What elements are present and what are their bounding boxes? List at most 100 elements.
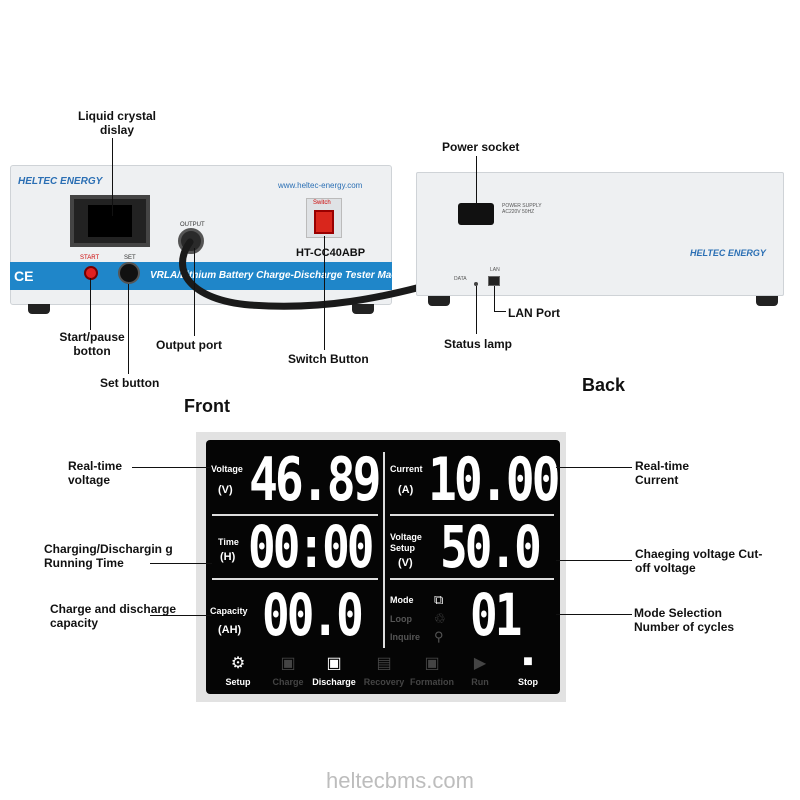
voltage-label: Voltage: [211, 464, 243, 474]
callout-mode: Mode Selection Number of cycles: [634, 606, 735, 634]
setup-label: Setup: [225, 677, 251, 687]
formation-label: Formation: [410, 677, 454, 687]
socket-text: POWER SUPPLY AC220V 50HZ: [502, 203, 542, 215]
set-knob: [118, 262, 140, 284]
lan-label: LAN: [490, 267, 500, 273]
recovery-label: Recovery: [363, 677, 405, 687]
power-socket: [458, 203, 494, 225]
callout-lcd-line: [112, 138, 113, 216]
footer-watermark: heltecbms.com: [326, 768, 474, 793]
front-blue-band: [10, 262, 392, 290]
front-logo: HELTEC ENERGY: [18, 176, 103, 187]
set-label: SET: [124, 255, 136, 261]
callout-output-port: Output port: [156, 338, 222, 352]
voltage-value: 46.89: [249, 445, 381, 515]
output-label: OUTPUT: [180, 222, 205, 228]
stop-label: Stop: [518, 677, 538, 687]
start-label: START: [80, 255, 100, 261]
callout-time-line: [150, 563, 212, 564]
callout-mode-line: [556, 614, 632, 615]
callout-capacity: Charge and discharge capacity: [50, 602, 177, 630]
callout-set-line: [128, 284, 129, 374]
callout-switch-button: Switch Button: [288, 352, 369, 366]
callout-cutoff-line: [556, 560, 632, 561]
callout-time: Charging/Dischargin g Running Time: [44, 542, 173, 570]
model-number: HT-CC40ABP: [296, 247, 366, 259]
heading-back: Back: [582, 375, 626, 395]
callout-status-lamp: Status lamp: [444, 337, 513, 351]
power-switch: [314, 210, 334, 234]
panel-divider-h1-right: [390, 514, 554, 516]
loop-label: Loop: [390, 614, 412, 624]
capacity-unit: (AH): [218, 624, 242, 636]
front-lcd-screen: [88, 205, 132, 237]
start-pause-button: [84, 266, 98, 280]
front-foot-left: [28, 304, 50, 314]
voltage-setup-label: Voltage Setup: [390, 532, 422, 553]
callout-set-button: Set button: [100, 376, 160, 390]
callout-status-line: [476, 286, 477, 334]
discharge-icon: ▣: [326, 655, 342, 672]
capacity-value: 00.0: [262, 581, 364, 649]
play-icon: ▶: [473, 655, 487, 672]
recovery-icon: ▤: [376, 655, 392, 672]
callout-cutoff: Chaeging voltage Cut-off voltage: [635, 547, 763, 575]
stop-icon: ■: [523, 653, 533, 670]
time-value: 00:00: [248, 513, 374, 581]
callout-output-line: [194, 248, 195, 336]
discharge-label: Discharge: [312, 677, 356, 687]
front-foot-right: [352, 304, 374, 314]
panel-divider-h2-right: [390, 578, 554, 580]
charge-label: Charge: [272, 677, 304, 687]
front-url: www.heltec-energy.com: [278, 181, 363, 190]
callout-socket-line: [476, 156, 477, 204]
callout-start-line: [90, 278, 91, 330]
callout-switch-line: [324, 236, 325, 350]
callout-voltage: Real-time voltage: [68, 459, 123, 487]
mode-label: Mode: [390, 595, 414, 605]
callout-lcd: Liquid crystal dislay: [77, 109, 157, 137]
callout-voltage-line: [132, 467, 212, 468]
current-value: 10.00: [428, 445, 560, 515]
callout-lan-line-h: [494, 311, 506, 312]
band-text: VRLA/Lithium Battery Charge-Discharge Te…: [150, 270, 418, 281]
gear-icon: ⚙: [230, 655, 246, 672]
cycles-value: 01: [470, 581, 522, 649]
voltage-setup-value: 50.0: [440, 513, 542, 581]
search-icon: ⚲: [434, 629, 444, 644]
formation-icon: ▣: [424, 655, 440, 672]
back-logo: HELTEC ENERGY: [690, 248, 766, 258]
capacity-label: Capacity: [210, 606, 248, 616]
charge-icon: ▣: [280, 655, 296, 672]
inquire-label: Inquire: [390, 632, 421, 642]
callout-capacity-line: [150, 615, 212, 616]
panel-divider-h1-left: [212, 514, 378, 516]
panel-divider-v: [383, 452, 385, 648]
current-label: Current: [390, 464, 423, 474]
switch-label: Switch: [313, 200, 331, 206]
voltage-setup-unit: (V): [398, 557, 413, 569]
mode-icon: ⧉: [434, 592, 444, 607]
current-unit: (A): [398, 484, 414, 496]
run-label: Run: [471, 677, 489, 687]
time-label: Time: [218, 537, 239, 547]
back-foot-right: [756, 296, 778, 306]
status-lamp: [474, 282, 478, 286]
callout-current-line: [556, 467, 632, 468]
callout-start-pause: Start/pause botton: [59, 330, 125, 358]
back-foot-left: [428, 296, 450, 306]
callout-current: Real-time Current: [635, 459, 690, 487]
panel-divider-h2-left: [212, 578, 378, 580]
callout-lan-port: LAN Port: [508, 306, 560, 320]
callout-lan-line-v: [494, 286, 495, 312]
ce-mark: CE: [14, 268, 34, 284]
voltage-unit: (V): [218, 484, 233, 496]
data-label: DATA: [454, 276, 467, 282]
back-device: [416, 172, 784, 296]
lan-port: [488, 276, 500, 286]
loop-icon: ♲: [434, 611, 446, 626]
time-unit: (H): [220, 551, 236, 563]
callout-power-socket: Power socket: [442, 140, 520, 154]
heading-front: Front: [184, 396, 230, 416]
